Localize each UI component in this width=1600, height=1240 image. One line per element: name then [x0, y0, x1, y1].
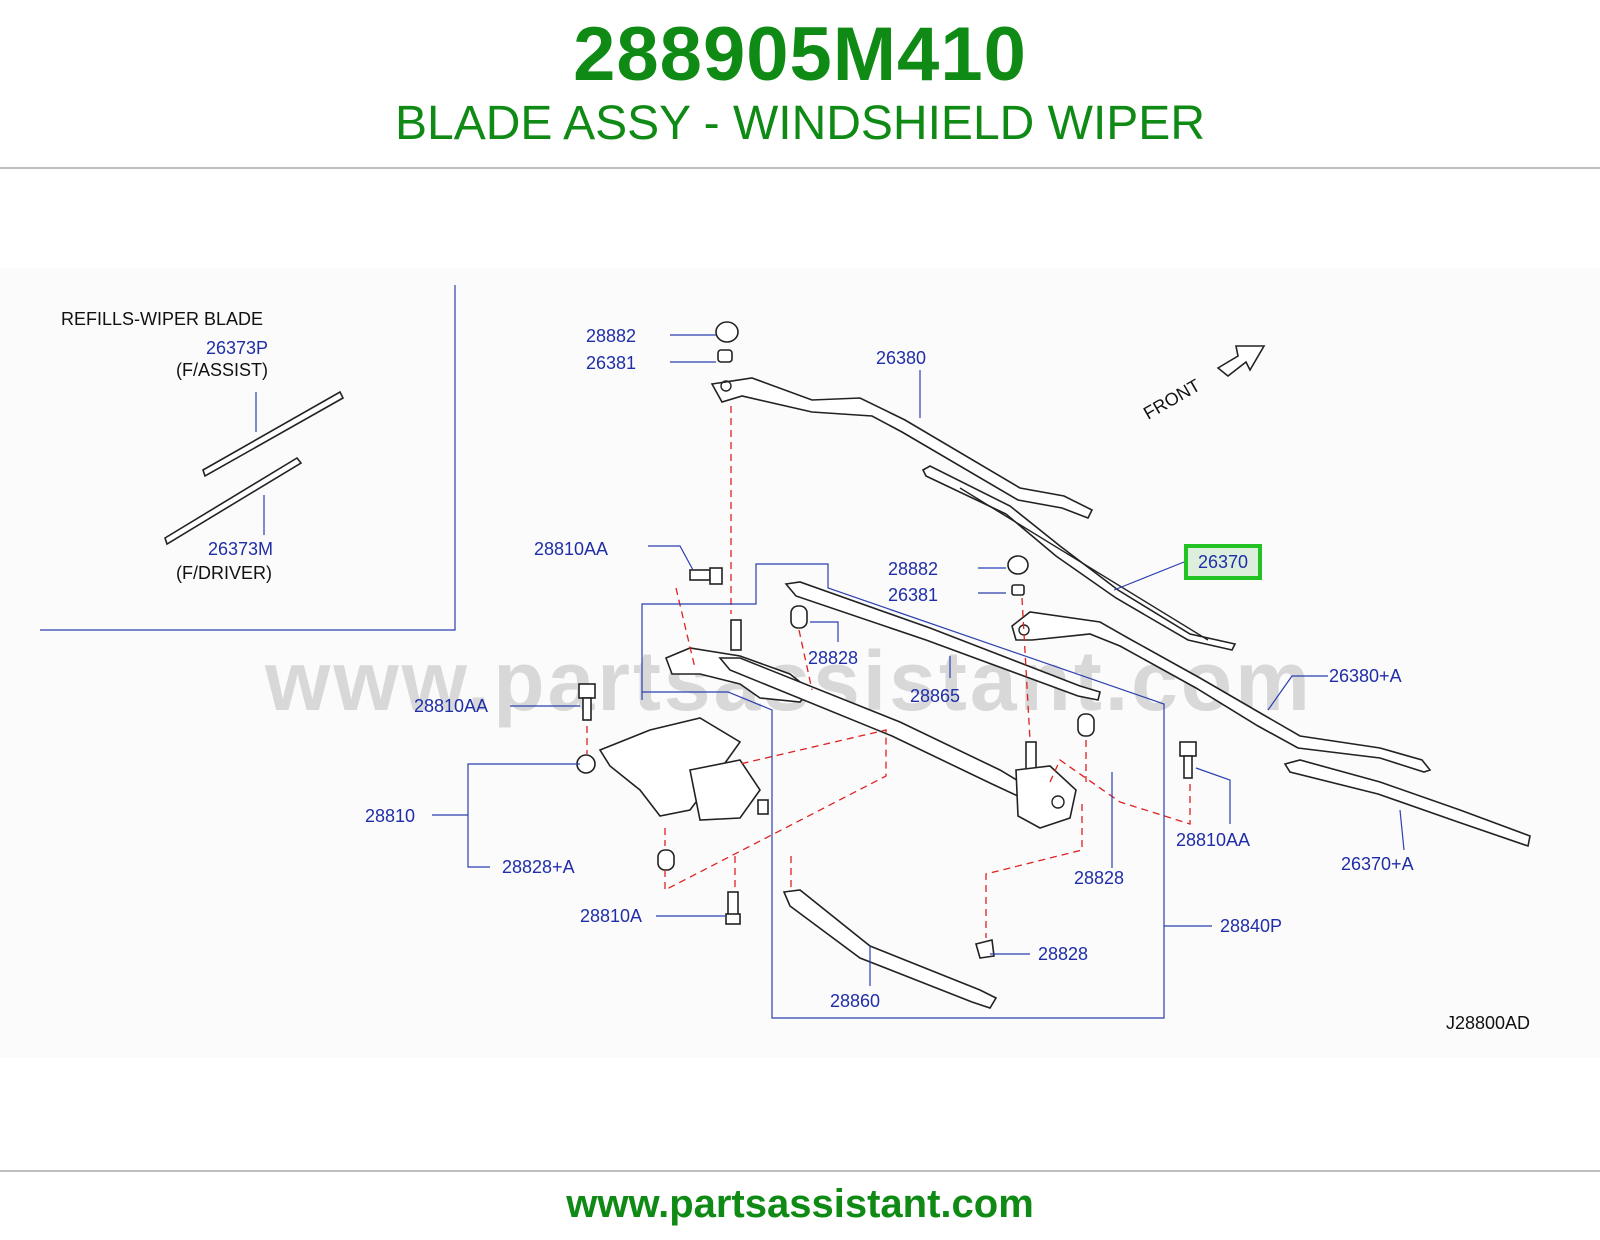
wiper-motor-28810 — [576, 717, 769, 821]
grommet-28828-b — [1077, 713, 1095, 737]
callout-28828-1: 28828 — [808, 648, 858, 668]
footer-url-link[interactable]: www.partsassistant.com — [566, 1182, 1034, 1226]
bolt-28810aa-c — [1179, 741, 1197, 779]
label-26373m: 26373M — [208, 539, 273, 559]
callout-26370a: 26370+A — [1341, 854, 1414, 874]
callout-28810: 28810 — [365, 806, 415, 826]
callout-28882-top: 28882 — [586, 326, 636, 346]
callout-26381-top: 26381 — [586, 353, 636, 373]
bolt-28810aa-b — [578, 683, 596, 721]
link-rod-28860 — [782, 889, 998, 1009]
callout-28810aa-3: 28810AA — [1176, 830, 1250, 850]
callout-26380a: 26380+A — [1329, 666, 1402, 686]
callout-28810aa-2: 28810AA — [414, 696, 488, 716]
mid-nut-cap — [1007, 555, 1029, 596]
callout-leaders — [510, 334, 1405, 986]
callout-26380: 26380 — [876, 348, 926, 368]
link-rod-28865 — [784, 581, 1101, 701]
group-brackets — [432, 563, 1212, 1019]
label-f-assist: (F/ASSIST) — [176, 360, 268, 380]
callout-labels: 28882 26381 26380 28810AA 28882 26381 26… — [365, 326, 1414, 1011]
callout-28840p: 28840P — [1220, 916, 1282, 936]
inset-title: REFILLS-WIPER BLADE — [61, 309, 263, 329]
page-header: 288905M410 BLADE ASSY - WINDSHIELD WIPER — [0, 0, 1600, 170]
bolt-28810a — [725, 891, 741, 925]
wiper-blade-26370a — [1283, 759, 1531, 848]
refills-inset: REFILLS-WIPER BLADE 26373P (F/ASSIST) 26… — [40, 285, 456, 631]
part-number-title: 288905M410 — [573, 12, 1027, 97]
top-nut-cap — [715, 321, 739, 363]
header-divider — [0, 167, 1600, 169]
callout-28865: 28865 — [910, 686, 960, 706]
callout-26381-mid: 26381 — [888, 585, 938, 605]
footer-divider — [0, 1170, 1600, 1172]
callout-28860: 28860 — [830, 991, 880, 1011]
callout-28828a: 28828+A — [502, 857, 575, 877]
grommet-28828-a — [790, 605, 808, 629]
inset-border — [40, 285, 456, 631]
callout-28828-3: 28828 — [1038, 944, 1088, 964]
callout-28810a: 28810A — [580, 906, 642, 926]
front-arrow-icon — [1216, 345, 1266, 378]
assembly-guides — [586, 406, 1191, 938]
parts-diagram: www.partsassistant.com REFILLS-WIPER BLA… — [0, 268, 1600, 1058]
bolt-28810aa-a — [689, 567, 723, 585]
refill-strip-assist — [202, 390, 345, 478]
wiper-arm-26380a — [1011, 611, 1432, 773]
diagram-code: J28800AD — [1446, 1013, 1530, 1033]
pivot-shaft-left — [730, 619, 742, 651]
label-26373p: 26373P — [206, 338, 268, 358]
grommet-28828a — [657, 849, 675, 871]
refill-strip-driver — [164, 456, 303, 546]
callout-28810aa-1: 28810AA — [534, 539, 608, 559]
pivot-linkage-right — [1015, 741, 1077, 829]
callout-26370: 26370 — [1198, 552, 1248, 572]
callout-28882-mid: 28882 — [888, 559, 938, 579]
clip-28828 — [975, 939, 995, 959]
label-f-driver: (F/DRIVER) — [176, 563, 272, 583]
highlight-box-26370 — [1184, 544, 1262, 580]
callout-28828-2: 28828 — [1074, 868, 1124, 888]
part-description: BLADE ASSY - WINDSHIELD WIPER — [395, 97, 1205, 150]
wiper-arm-26380 — [710, 377, 1094, 520]
